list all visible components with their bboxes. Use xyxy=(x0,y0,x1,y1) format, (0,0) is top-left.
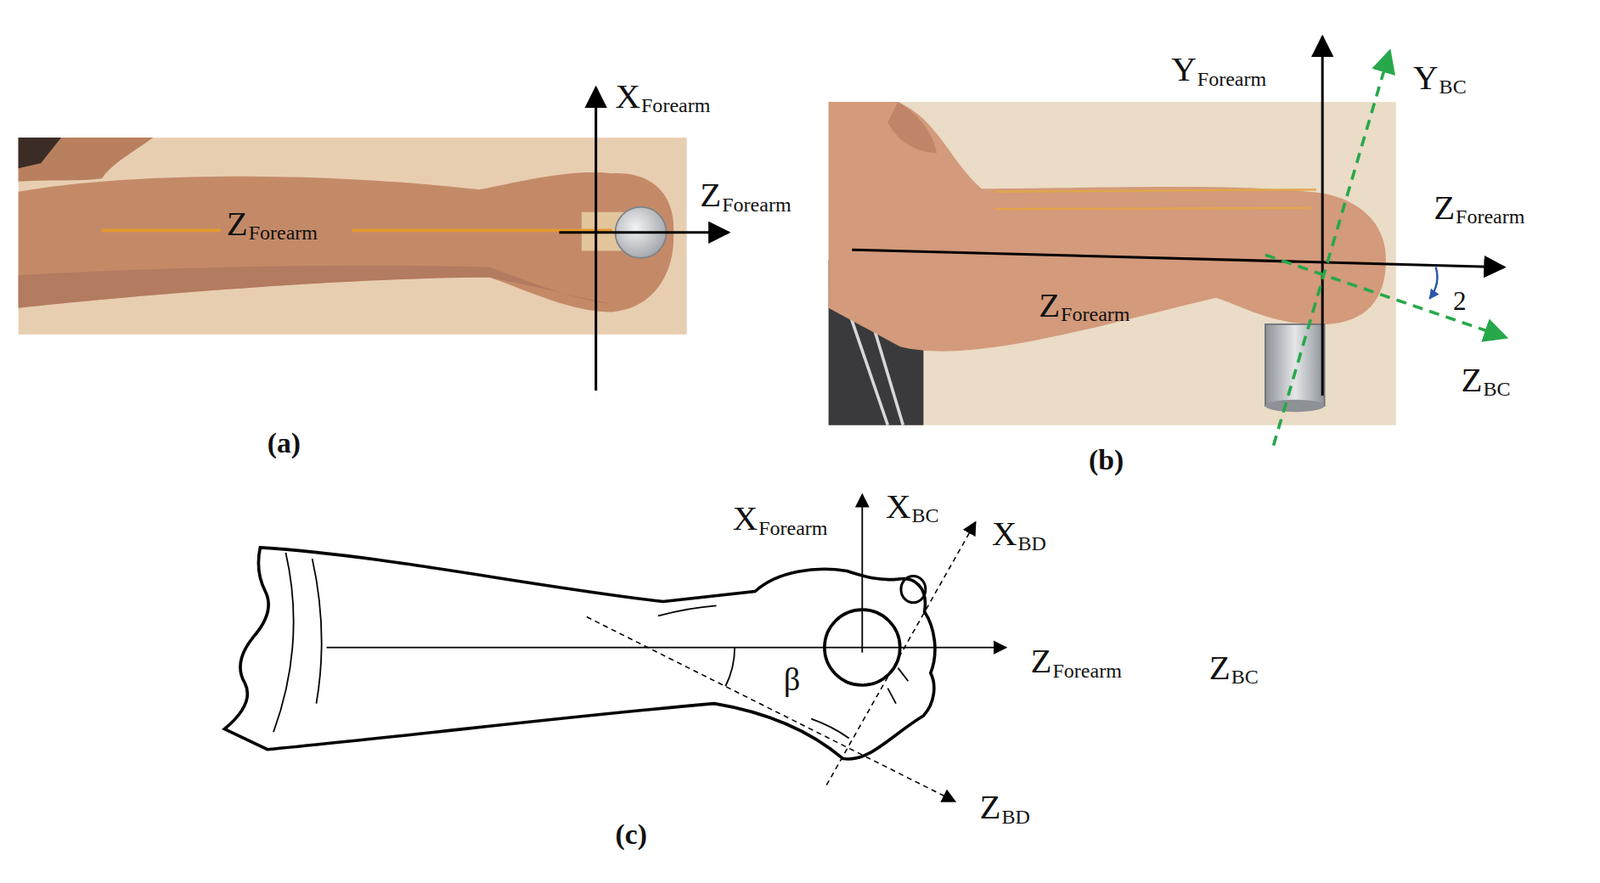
forearm-shade xyxy=(18,265,613,309)
sleeve-line xyxy=(273,552,294,733)
metal-cylinder xyxy=(1265,324,1325,406)
axis-letter: Z xyxy=(979,790,1001,826)
axis-subscript: BD xyxy=(1001,806,1030,828)
axis-subscript: Forearm xyxy=(1455,206,1525,227)
reference-line xyxy=(994,189,1316,192)
axis-subscript: BC xyxy=(911,505,939,526)
sleeve xyxy=(18,137,62,169)
axis-letter: Z xyxy=(699,178,722,214)
photo-background xyxy=(828,101,1397,426)
z-bc-axis xyxy=(1265,254,1507,338)
thumb xyxy=(901,576,926,603)
reference-line xyxy=(994,208,1311,209)
axis-subscript: BC xyxy=(1439,76,1467,97)
photo-b xyxy=(828,36,1507,446)
axis-subscript: Forearm xyxy=(758,518,828,539)
x-axis xyxy=(594,87,598,391)
axis-letter: Z xyxy=(1209,651,1231,687)
axis-subscript: Forearm xyxy=(248,222,318,243)
angle-arc xyxy=(1429,267,1437,299)
axis-subscript: Forearm xyxy=(1060,304,1130,325)
axis-letter: Z xyxy=(1461,363,1483,399)
forearm-outline xyxy=(224,547,936,760)
reference-line xyxy=(101,229,220,233)
drawing-c xyxy=(224,494,1006,801)
axis-letter: X xyxy=(885,490,912,525)
axis-letter: Z xyxy=(1038,288,1060,324)
axis-subscript: BD xyxy=(1017,533,1046,554)
axis-letter: X xyxy=(615,79,642,115)
x-axis xyxy=(861,494,863,653)
photo-background xyxy=(18,137,688,335)
holding-hand xyxy=(18,137,154,182)
y-bc-axis xyxy=(1273,50,1391,446)
axis-letter: Z xyxy=(1030,644,1053,680)
z-bd-axis xyxy=(586,617,956,802)
axis-subscript: Forearm xyxy=(1197,68,1267,90)
x-bd-axis xyxy=(826,522,975,786)
axis-letter: Y xyxy=(1171,52,1197,88)
forearm xyxy=(828,101,1386,352)
axis-letter: Y xyxy=(1413,61,1439,96)
forearm xyxy=(18,172,675,312)
angle-symbol: β xyxy=(783,663,801,696)
axis-subscript: Forearm xyxy=(1052,660,1122,682)
panel-label: (c) xyxy=(615,820,648,850)
panel-label: (a) xyxy=(267,428,301,458)
axis-subscript: BC xyxy=(1231,666,1259,688)
angle-arc xyxy=(725,647,735,688)
panel-label: (b) xyxy=(1088,445,1124,475)
elbow xyxy=(887,101,937,153)
sleeve-line xyxy=(312,558,322,705)
z-axis xyxy=(851,249,1505,267)
axis-letter: X xyxy=(991,517,1018,553)
axis-letter: Z xyxy=(1433,191,1455,226)
wrist-crease xyxy=(658,605,716,616)
axis-subscript: Forearm xyxy=(641,95,710,116)
angle-number: 2 xyxy=(1453,287,1467,315)
axis-subscript: Forearm xyxy=(721,194,791,215)
cylinder-base xyxy=(1265,400,1325,412)
axis-letter: X xyxy=(732,501,759,537)
y-axis xyxy=(1321,36,1324,396)
photo-a xyxy=(18,87,729,391)
axis-letter: Z xyxy=(226,207,248,243)
axis-subscript: BC xyxy=(1483,378,1511,400)
z-axis xyxy=(558,230,728,234)
